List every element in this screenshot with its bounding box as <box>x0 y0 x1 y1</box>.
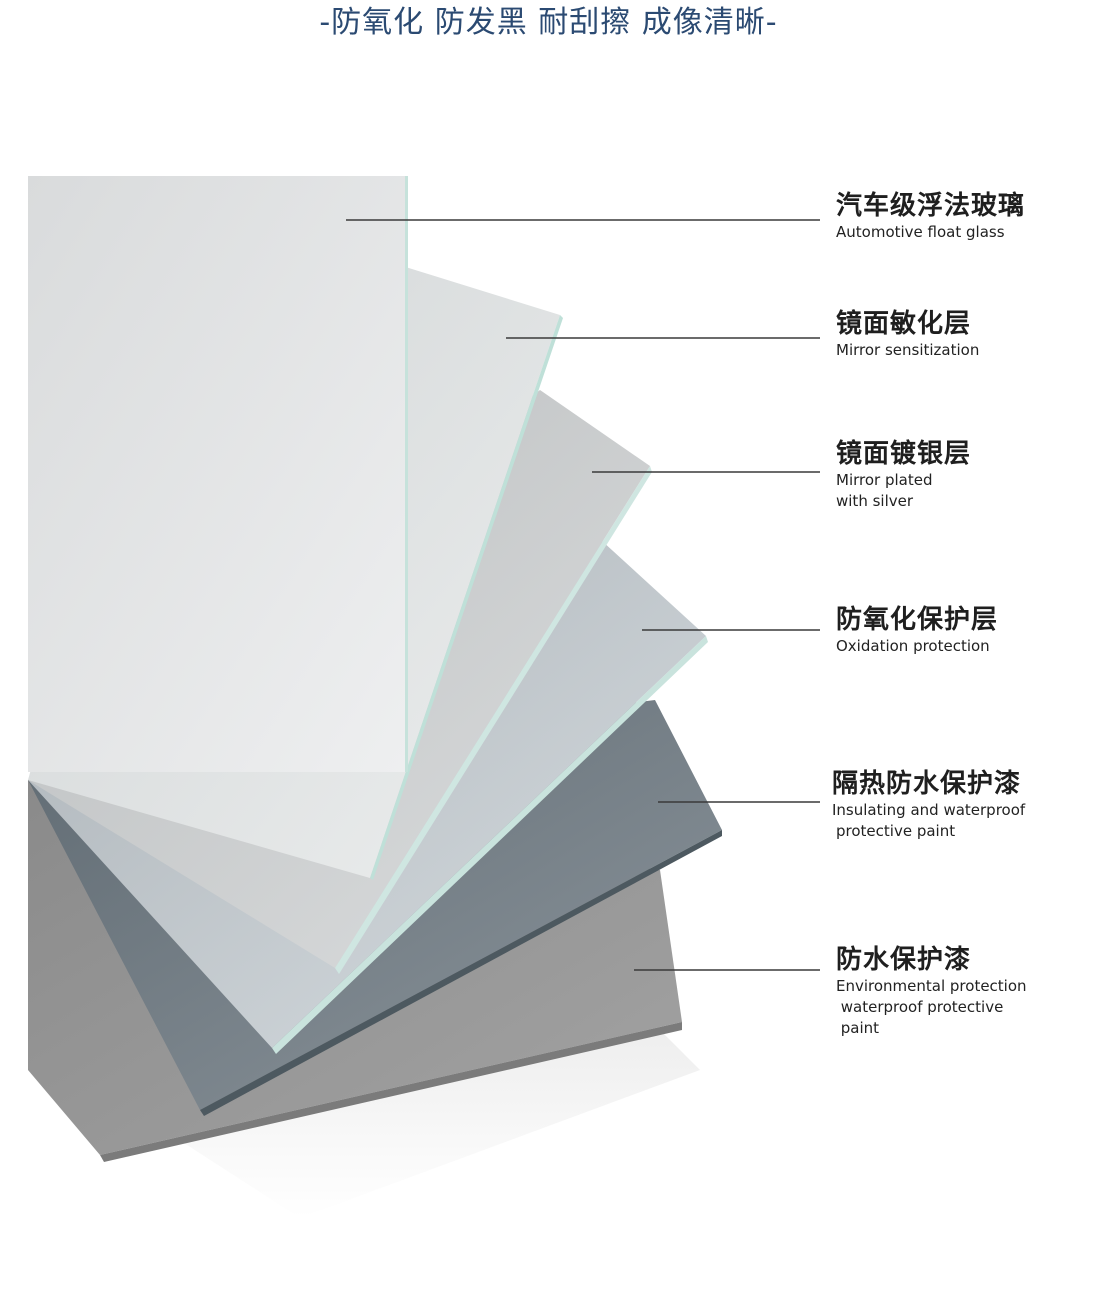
label-en: paint <box>836 1019 880 1037</box>
label-waterproof-paint: 防水保护漆 Environmental protection waterproo… <box>836 944 1027 1039</box>
label-zh: 防氧化保护层 <box>836 605 999 635</box>
label-oxidation-protection: 防氧化保护层 Oxidation protection <box>836 604 998 657</box>
headline: -防氧化 防发黑 耐刮擦 成像清晰- <box>319 5 778 40</box>
label-en: Oxidation protection <box>836 637 990 655</box>
label-en: Environmental protection <box>836 977 1027 995</box>
label-en: protective paint <box>836 822 956 840</box>
label-insulating-paint: 隔热防水保护漆 Insulating and waterproof protec… <box>832 768 1025 842</box>
label-en: Automotive float glass <box>836 223 1005 241</box>
layer-oxidation-protection-edge <box>272 636 708 1054</box>
label-zh: 隔热防水保护漆 <box>832 769 1022 799</box>
label-en: Mirror plated <box>836 471 933 489</box>
label-en: with silver <box>836 492 914 510</box>
label-zh: 镜面镀银层 <box>836 439 972 469</box>
label-sensitization: 镜面敏化层 Mirror sensitization <box>836 308 979 361</box>
layer-insulating-paint-edge <box>200 830 722 1116</box>
layer-waterproof-paint-edge <box>100 1022 682 1162</box>
layer-silver-plating-edge <box>335 466 652 974</box>
label-en: Mirror sensitization <box>836 341 980 359</box>
label-zh: 防水保护漆 <box>836 945 972 975</box>
layer-float-glass-edge <box>405 176 408 772</box>
label-silver-plating: 镜面镀银层 Mirror plated with silver <box>836 438 971 512</box>
label-zh: 汽车级浮法玻璃 <box>836 191 1026 221</box>
label-en: waterproof protective <box>836 998 1004 1016</box>
label-float-glass: 汽车级浮法玻璃 Automotive float glass <box>836 190 1025 243</box>
label-zh: 镜面敏化层 <box>836 309 972 339</box>
label-en: Insulating and waterproof <box>832 801 1026 819</box>
layer-sensitization-edge <box>370 315 563 880</box>
layer-float-glass <box>28 176 408 772</box>
